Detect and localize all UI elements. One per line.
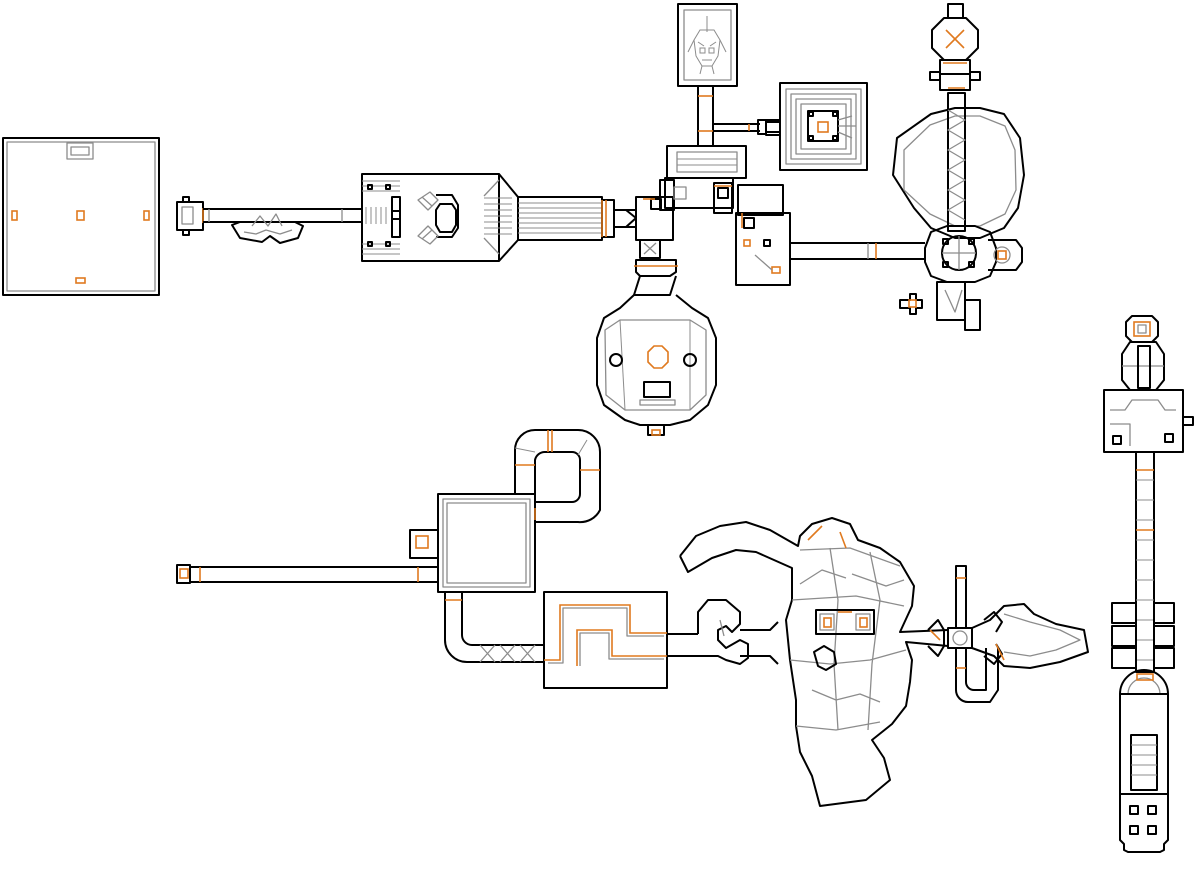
- stair-hall: [361, 173, 500, 262]
- far-east-column: [1103, 315, 1194, 853]
- skull-panel: [677, 3, 738, 87]
- exit-tower: [929, 3, 981, 91]
- central-hub: [635, 85, 747, 259]
- demon-face-icon: [687, 16, 727, 75]
- west-arena: [2, 137, 160, 296]
- spiral-room: [713, 82, 868, 171]
- east-rotunda: [892, 92, 1025, 331]
- southwest-wing: [176, 429, 601, 663]
- taper-corridor: [483, 173, 637, 262]
- east-bridge: [927, 565, 1089, 703]
- x-marker-icon: [945, 29, 965, 49]
- cave-passage: [667, 599, 779, 665]
- south-octagon: [596, 259, 717, 436]
- west-corridor: [176, 196, 362, 244]
- cavern: [679, 517, 949, 807]
- zigzag-room: [543, 591, 668, 689]
- hub-south-rooms: [735, 184, 925, 286]
